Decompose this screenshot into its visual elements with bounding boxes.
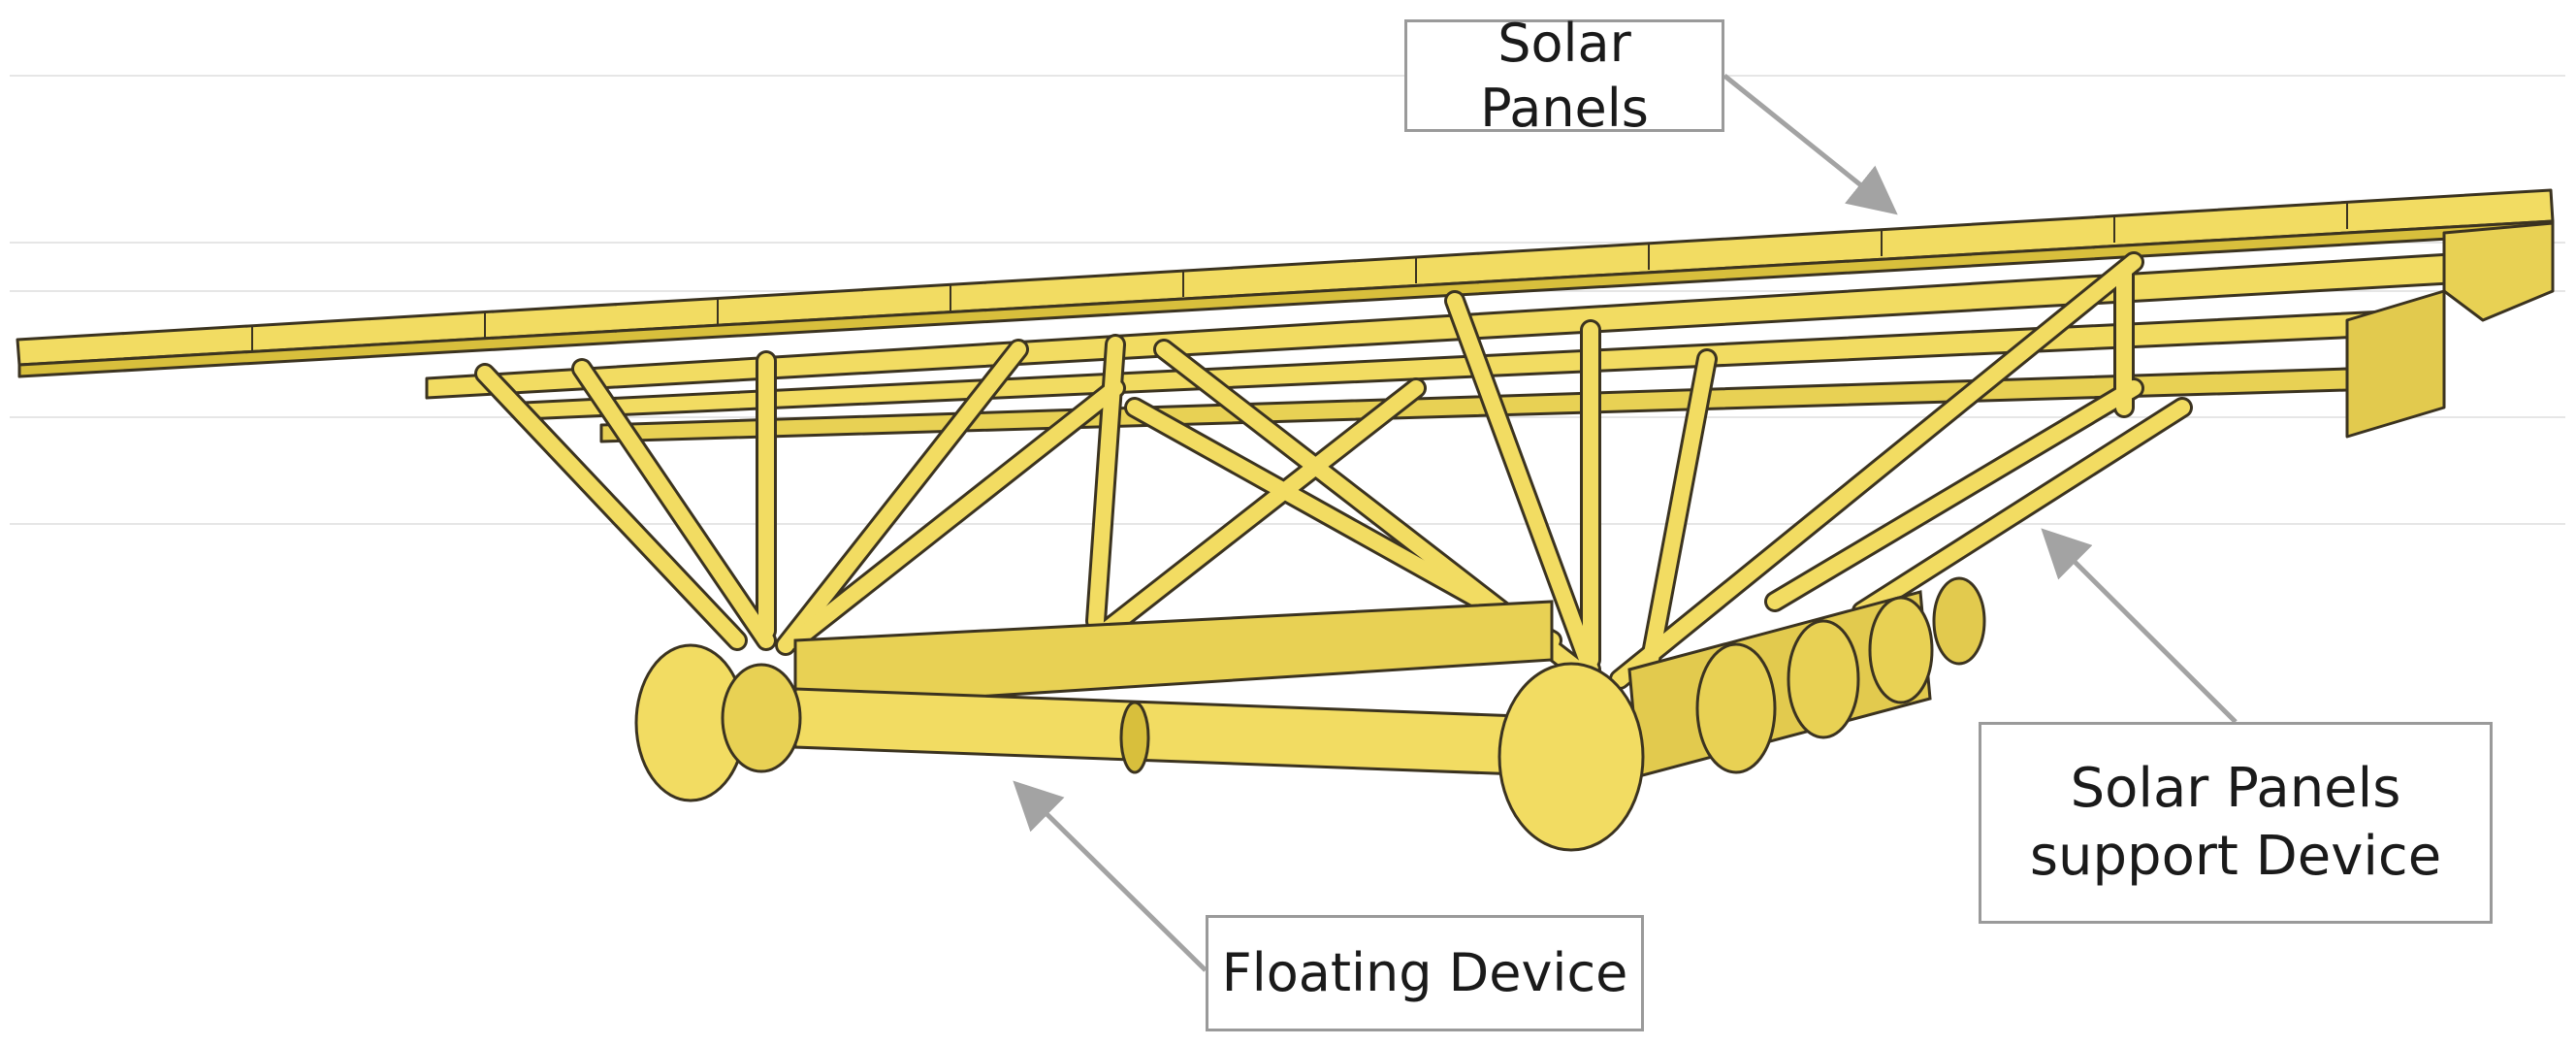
support-device-label-line1: Solar Panels (2070, 757, 2401, 820)
support-device-label: Solar Panels support Device (1979, 722, 2493, 924)
floating-pontoons (634, 576, 1986, 852)
support-truss (474, 251, 2193, 690)
arrow-floating-device (1013, 780, 1208, 972)
callout-arrows (1013, 74, 2238, 972)
panel-dividers (251, 202, 2348, 351)
arrow-support-device (2041, 528, 2238, 724)
solar-panels-label: Solar Panels (1404, 13, 1724, 139)
solar-panel-deck (16, 188, 2555, 443)
arrow-solar-panels (1723, 74, 1898, 215)
floating-device-label: Floating Device (1206, 915, 1644, 1031)
support-device-label-line2: support Device (2029, 825, 2442, 888)
